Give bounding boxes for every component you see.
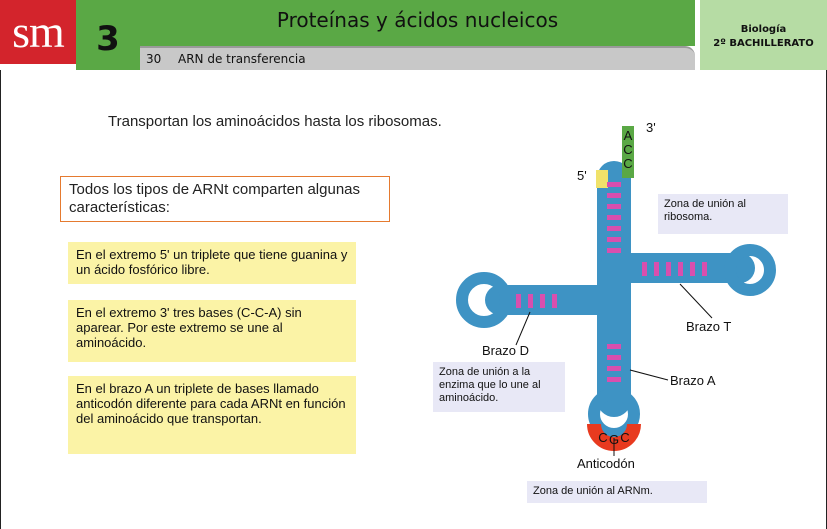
five-prime-label: 5' [577,168,587,183]
level-label: 2º BACHILLERATO [713,38,814,49]
anticodon-label: Anticodón [577,456,635,471]
arm-t-label: Brazo T [686,319,731,334]
anticodon-base-3: C [620,430,629,445]
acceptor-base-2: C [623,142,632,157]
base-pairs-a-arm [607,344,621,382]
note-3-end: En el extremo 3' tres bases (C-C-A) sin … [68,300,356,362]
base-pairs-d-arm [516,294,557,308]
three-prime-label: 3' [646,120,656,135]
anticodon-base-1: C [598,430,607,445]
zone-enzyme: Zona de unión a la enzima que lo une al … [433,362,565,412]
note-arm-a: En el brazo A un triplete de bases llama… [68,376,356,454]
subject-box: Biología 2º BACHILLERATO [700,0,827,70]
left-frame-line [0,70,10,529]
header: sm 3 Proteínas y ácidos nucleicos 30 ARN… [0,0,827,70]
section-number: 30 [146,52,162,66]
base-pairs-acceptor [607,182,621,253]
summary-box: Todos los tipos de ARNt comparten alguna… [60,176,390,222]
acceptor-end [622,126,634,178]
acceptor-base-3: C [623,156,632,171]
intro-text: Transportan los aminoácidos hasta los ri… [108,113,442,130]
base-pairs-t-arm [642,262,707,276]
five-prime-end [596,170,608,188]
zone-ribosome: Zona de unión al ribosoma. [658,194,788,234]
subject-label: Biología [740,24,787,35]
note-5-end: En el extremo 5' un triplete que tiene g… [68,242,356,284]
arm-d-label: Brazo D [482,343,529,358]
section-title: ARN de transferencia [178,52,306,66]
arm-a-label: Brazo A [670,373,716,388]
title-bar [140,0,695,46]
acceptor-base-1: A [624,128,633,143]
pointer-lines [515,283,713,456]
section-bar [140,46,695,70]
unit-number: 3 [76,0,140,70]
page-title: Proteínas y ácidos nucleicos [276,8,559,32]
zone-mrna: Zona de unión al ARNm. [527,481,707,503]
publisher-logo: sm [0,0,76,64]
